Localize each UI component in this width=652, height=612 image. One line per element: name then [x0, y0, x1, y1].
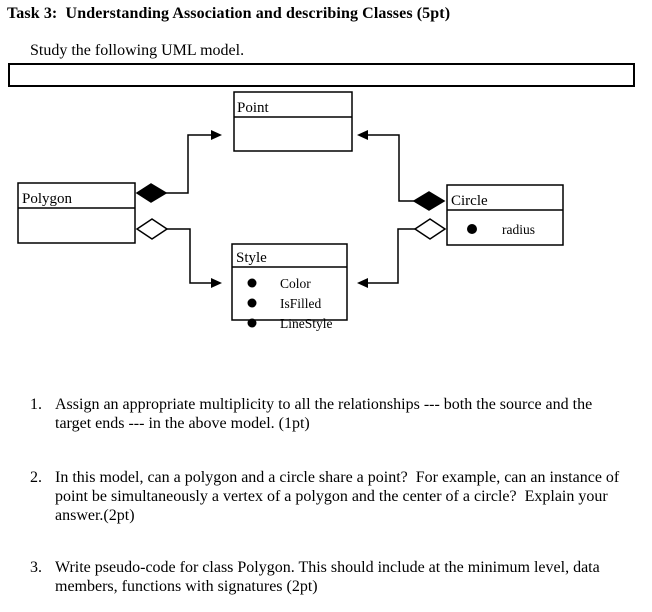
class-polygon: Polygon	[17, 182, 136, 244]
question-3-line: members, functions with signatures (2pt)	[55, 578, 318, 595]
connector-line	[166, 134, 213, 194]
filled-diamond-icon	[135, 183, 168, 203]
question-2-text: In this model, can a polygon and a circl…	[55, 468, 619, 525]
attribute-bullet-icon	[247, 298, 257, 308]
class-circle-name: Circle	[451, 193, 488, 209]
question-2-line: point be simultaneously a vertex of a po…	[55, 488, 608, 505]
empty-answer-box	[8, 63, 635, 87]
circle-attr-radius: radius	[502, 222, 535, 237]
attribute-bullet-icon	[247, 278, 257, 288]
question-1-line: target ends --- in the above model. (1pt…	[55, 415, 310, 432]
connector-line	[366, 134, 414, 202]
question-1-line: Assign an appropriate multiplicity to al…	[55, 396, 593, 413]
arrowhead-icon	[357, 278, 368, 288]
question-2-line: answer.(2pt)	[55, 507, 135, 524]
question-2-number: 2.	[30, 469, 42, 486]
page-title: Task 3: Understanding Association and de…	[7, 5, 451, 22]
question-1-number: 1.	[30, 396, 42, 413]
question-2-line: In this model, can a polygon and a circl…	[55, 469, 620, 486]
connector-line	[366, 228, 415, 284]
hollow-diamond-icon	[135, 218, 169, 240]
class-circle-box	[446, 184, 564, 246]
relationship-polygon-point	[135, 130, 222, 203]
class-circle: Circle radius	[446, 184, 564, 246]
class-style-name: Style	[236, 250, 267, 266]
class-style: Style Color IsFilled LineStyle	[231, 243, 348, 331]
class-polygon-name: Polygon	[22, 191, 73, 207]
style-attr-linestyle: LineStyle	[280, 316, 333, 331]
style-attr-color: Color	[280, 276, 311, 291]
class-point-box	[233, 91, 353, 152]
arrowhead-icon	[211, 278, 222, 288]
question-1: 1. Assign an appropriate multiplicity to…	[30, 395, 592, 433]
question-3-text: Write pseudo-code for class Polygon. Thi…	[55, 558, 600, 596]
hollow-diamond-icon	[413, 218, 447, 240]
style-attr-isfilled: IsFilled	[280, 296, 322, 311]
relationship-circle-point	[357, 130, 446, 211]
question-2: 2. In this model, can a polygon and a ci…	[30, 468, 619, 525]
intro-text: Study the following UML model.	[30, 42, 245, 59]
class-point: Point	[233, 91, 353, 152]
relationship-polygon-style	[135, 218, 222, 288]
attribute-bullet-icon	[467, 224, 477, 234]
attribute-bullet-icon	[247, 318, 257, 328]
connector-line	[167, 228, 213, 284]
question-3-number: 3.	[30, 559, 42, 576]
question-3: 3. Write pseudo-code for class Polygon. …	[30, 558, 600, 596]
filled-diamond-icon	[412, 191, 446, 211]
question-1-text: Assign an appropriate multiplicity to al…	[55, 395, 592, 433]
question-3-line: Write pseudo-code for class Polygon. Thi…	[55, 559, 600, 576]
arrowhead-icon	[357, 130, 368, 140]
relationship-circle-style	[357, 218, 447, 288]
arrowhead-icon	[211, 130, 222, 140]
class-polygon-box	[17, 182, 136, 244]
class-point-name: Point	[237, 100, 270, 116]
